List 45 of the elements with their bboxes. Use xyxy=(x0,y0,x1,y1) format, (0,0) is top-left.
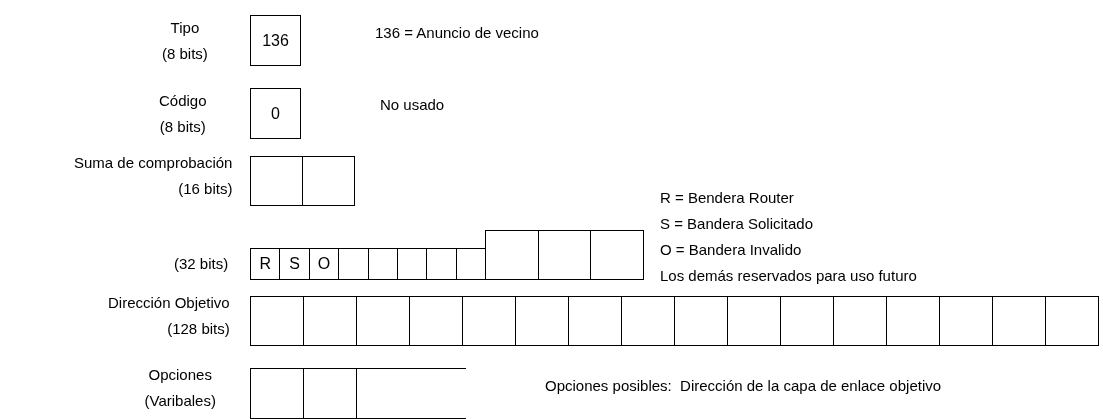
field-cell xyxy=(426,248,457,280)
field-cell xyxy=(409,296,463,346)
flag-note: Los demás reservados para uso futuro xyxy=(660,266,917,286)
field-cell xyxy=(303,368,357,419)
field-label: Código (8 bits) xyxy=(159,91,207,137)
field-label: (32 bits) xyxy=(174,254,229,274)
field-cell: R xyxy=(250,248,281,280)
field-cell xyxy=(939,296,993,346)
field-label: Tipo (8 bits) xyxy=(162,18,208,64)
field-cell xyxy=(485,230,539,280)
field-cell xyxy=(537,230,591,280)
field-cell xyxy=(338,248,369,280)
field-cell xyxy=(367,248,398,280)
field-cell xyxy=(833,296,887,346)
field-label: Opciones (Varibales) xyxy=(144,365,216,411)
field-cell xyxy=(727,296,781,346)
flag-note: R = Bendera Router xyxy=(660,188,794,208)
field-description: No usado xyxy=(380,95,445,115)
field-cell xyxy=(250,368,304,419)
field-cell xyxy=(568,296,622,346)
flag-note: O = Bandera Invalido xyxy=(660,240,802,260)
field-description: 136 = Anuncio de vecino xyxy=(375,23,539,43)
field-cell: S xyxy=(279,248,310,280)
field-cell xyxy=(590,230,644,280)
field-cell xyxy=(302,156,355,206)
open-field-cell xyxy=(356,368,466,419)
field-cell: 136 xyxy=(250,15,301,66)
field-cell xyxy=(992,296,1046,346)
field-cell xyxy=(515,296,569,346)
field-cell xyxy=(674,296,728,346)
field-cell xyxy=(462,296,516,346)
field-cell xyxy=(250,296,304,346)
field-cell xyxy=(1045,296,1099,346)
field-label: Suma de comprobación (16 bits) xyxy=(74,153,233,199)
field-cell xyxy=(886,296,940,346)
field-label: Dirección Objetivo (128 bits) xyxy=(108,293,230,339)
field-cell xyxy=(356,296,410,346)
flag-note: S = Bandera Solicitado xyxy=(660,214,814,234)
field-cell: 0 xyxy=(250,88,301,139)
field-description: Opciones posibles: Dirección de la capa de enlace objetivo xyxy=(545,376,942,396)
field-cell xyxy=(303,296,357,346)
field-cell xyxy=(621,296,675,346)
field-cell xyxy=(250,156,303,206)
field-cell xyxy=(397,248,428,280)
field-cell xyxy=(780,296,834,346)
